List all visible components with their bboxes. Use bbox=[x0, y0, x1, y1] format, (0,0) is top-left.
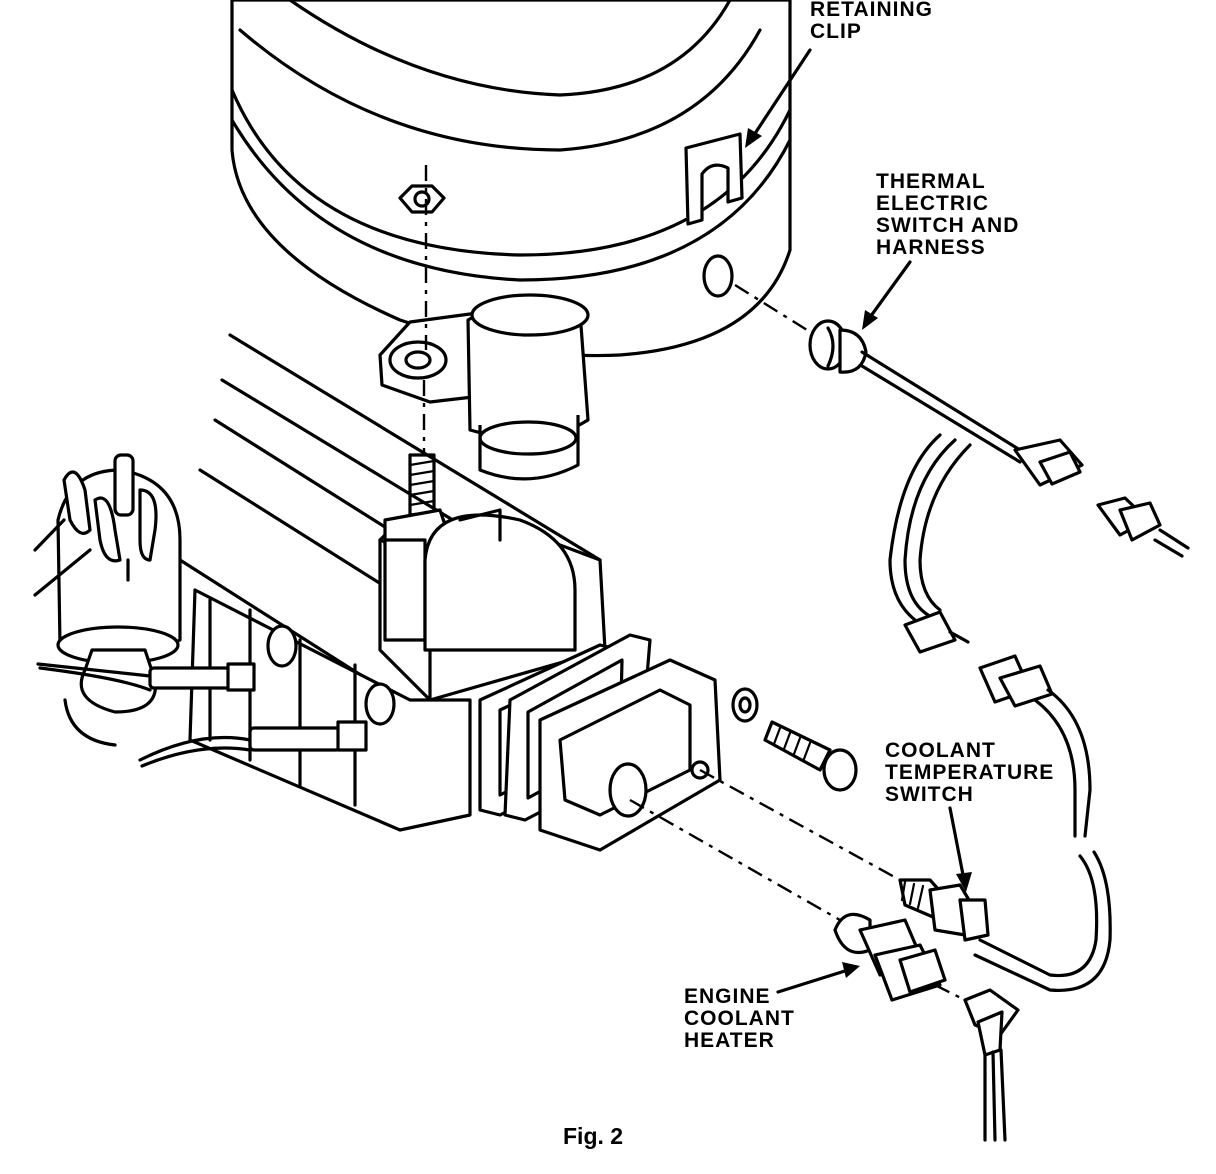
washer bbox=[731, 687, 759, 723]
heater-dash-line bbox=[629, 798, 841, 922]
svg-text:TEMPERATURE: TEMPERATURE bbox=[885, 761, 1054, 784]
housing-bolt bbox=[763, 720, 858, 792]
engine-block bbox=[188, 588, 472, 832]
svg-text:HEATER: HEATER bbox=[684, 1029, 775, 1052]
distributor bbox=[33, 453, 182, 747]
svg-text:SWITCH AND: SWITCH AND bbox=[876, 214, 1019, 237]
harness-plug-upper bbox=[1096, 496, 1190, 558]
coolant-switch-connector bbox=[973, 654, 1112, 992]
svg-text:ENGINE: ENGINE bbox=[684, 985, 771, 1008]
heater-cord-plug bbox=[934, 983, 1020, 1142]
figure-caption: Fig. 2 bbox=[563, 1123, 623, 1149]
thermal-switch-grommet bbox=[808, 319, 868, 374]
thermal-harness bbox=[860, 350, 1022, 622]
sensor-probe-lower bbox=[138, 720, 368, 768]
svg-text:ELECTRIC: ELECTRIC bbox=[876, 192, 989, 215]
sensor-probe-upper bbox=[36, 662, 256, 692]
label-engine-heater: ENGINE COOLANT HEATER bbox=[684, 985, 795, 1052]
engine-coolant-heater bbox=[833, 912, 947, 1002]
label-thermal-switch: THERMAL ELECTRIC SWITCH AND HARNESS bbox=[876, 170, 1019, 259]
hex-nut bbox=[398, 184, 446, 214]
harness-connector-upper bbox=[1013, 438, 1084, 487]
vacuum-motor bbox=[466, 293, 590, 481]
arrow-thermal-switch bbox=[862, 260, 912, 330]
svg-text:HARNESS: HARNESS bbox=[876, 236, 986, 259]
svg-text:CLIP: CLIP bbox=[810, 20, 862, 43]
svg-text:SWITCH: SWITCH bbox=[885, 783, 974, 806]
clip-hole bbox=[702, 254, 734, 298]
svg-text:THERMAL: THERMAL bbox=[876, 170, 986, 193]
arrow-coolant-switch bbox=[948, 806, 972, 892]
coolant-temperature-switch bbox=[898, 878, 990, 942]
svg-text:COOLANT: COOLANT bbox=[684, 1007, 795, 1030]
clip-dash-line bbox=[734, 283, 816, 337]
throttle-body bbox=[383, 508, 577, 652]
label-retaining-clip: RETAINING CLIP bbox=[810, 0, 933, 43]
retaining-clip bbox=[684, 132, 744, 226]
label-coolant-switch: COOLANT TEMPERATURE SWITCH bbox=[885, 739, 1054, 806]
svg-text:RETAINING: RETAINING bbox=[810, 0, 933, 21]
harness-connector-lower bbox=[903, 610, 970, 654]
arrow-engine-heater bbox=[776, 962, 860, 994]
arrow-retaining-clip bbox=[745, 48, 812, 148]
svg-text:COOLANT: COOLANT bbox=[885, 739, 996, 762]
switch-dash-line bbox=[699, 768, 901, 882]
